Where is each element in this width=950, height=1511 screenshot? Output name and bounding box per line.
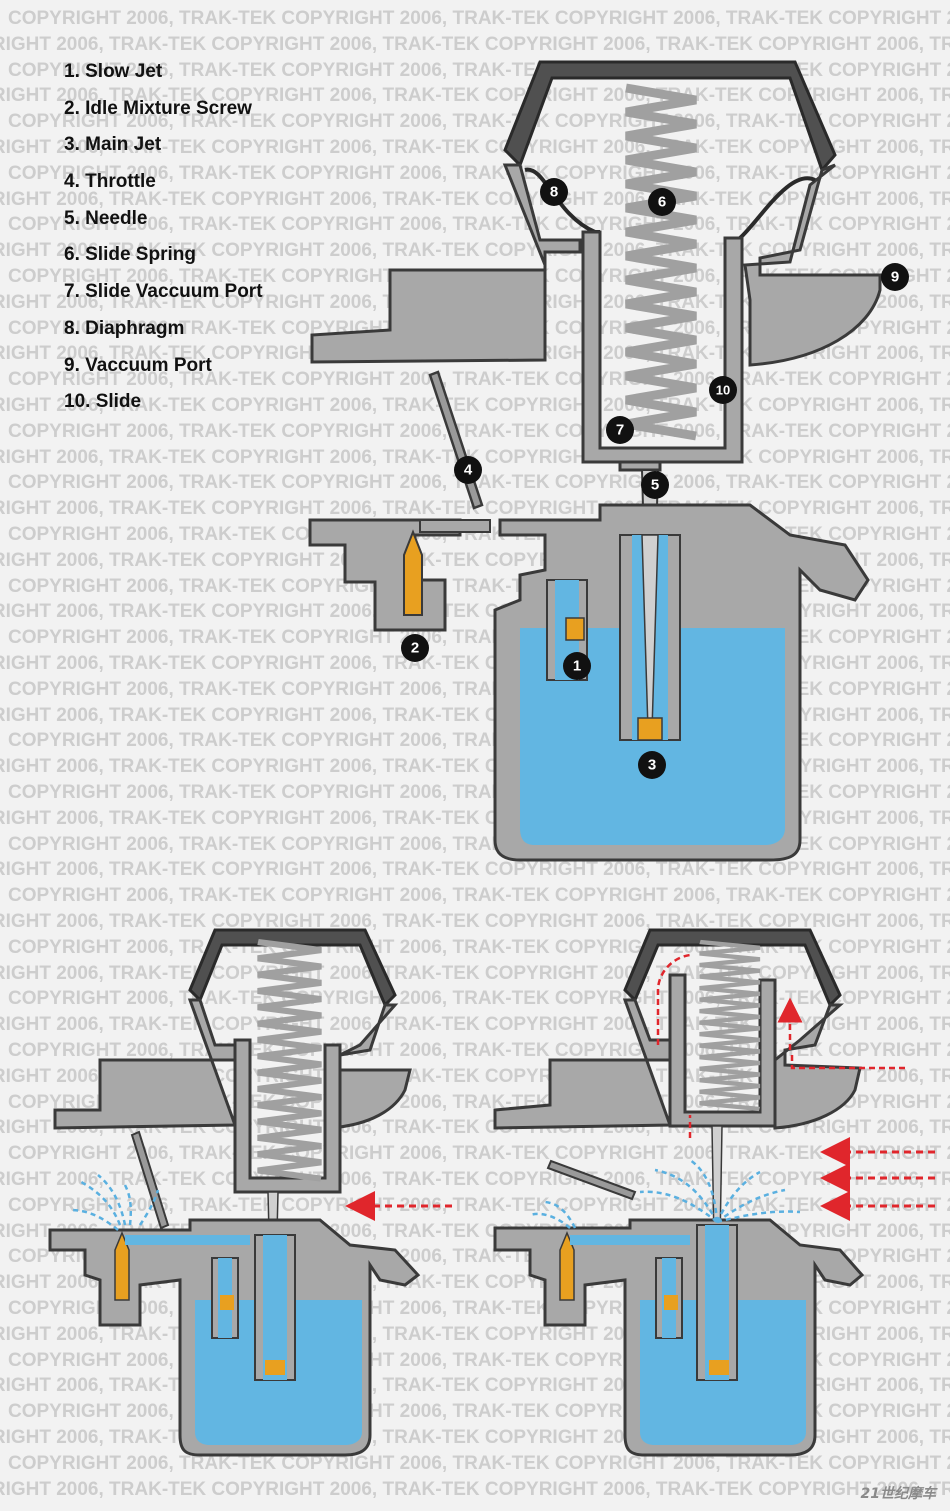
legend-item: 5. Needle: [64, 207, 148, 229]
br-fuel-passage: [570, 1235, 690, 1245]
callout-1: 1: [573, 658, 581, 675]
idle-mixture-screw: [403, 529, 423, 616]
slide-cylinder: [581, 230, 744, 472]
bl-upper-housing: [53, 998, 238, 1130]
legend-item: 10. Slide: [64, 391, 142, 413]
top-carburetor: [308, 60, 882, 862]
callouts-top: 1 2 3 4 5 6 7 8 9 10: [401, 178, 909, 779]
upper-housing-left: [310, 163, 582, 364]
br-upper-housing-right: [773, 1003, 862, 1130]
legend-item: 2. Idle Mixture Screw: [64, 97, 252, 119]
br-upper-housing: [493, 998, 673, 1130]
br-idle-screw: [559, 1231, 575, 1301]
bl-idle-screw: [114, 1231, 130, 1301]
legend-item: 1. Slow Jet: [64, 61, 163, 82]
slow-jet: [565, 617, 585, 641]
legend-item: 7. Slide Vaccuum Port: [64, 281, 263, 303]
air-passage: [419, 519, 491, 533]
main-jet: [637, 717, 663, 741]
callout-7: 7: [616, 422, 624, 439]
callout-4: 4: [464, 462, 473, 479]
bottom-left-carburetor: [48, 928, 452, 1457]
throttle-plate: [428, 370, 484, 510]
callout-10: 10: [716, 383, 730, 398]
site-logo: 21世纪摩车: [860, 1486, 936, 1502]
bl-slide-spring: [258, 942, 321, 1179]
br-fuel-spray: [529, 1158, 801, 1229]
legend-item: 4. Throttle: [64, 171, 156, 193]
legend-item: 6. Slide Spring: [64, 244, 196, 266]
br-throttle: [546, 1159, 637, 1201]
bl-fuel-passage: [125, 1235, 250, 1245]
callout-8: 8: [550, 184, 558, 201]
bl-throttle: [130, 1130, 170, 1230]
bl-fuel-spray: [69, 1174, 160, 1231]
br-vacuum-flow: [656, 953, 905, 1138]
legend-item: 3. Main Jet: [64, 134, 162, 156]
upper-housing-right: [743, 163, 882, 367]
parts-legend: 1. Slow Jet 2. Idle Mixture Screw 3. Mai…: [64, 58, 263, 425]
slide-spring: [626, 88, 696, 436]
br-airflow-arrows: [820, 1137, 935, 1221]
callout-6: 6: [658, 194, 666, 211]
callout-3: 3: [648, 757, 656, 774]
br-slide-spring: [700, 942, 760, 1109]
br-slide: [668, 973, 777, 1128]
legend-item: 8. Diaphragm: [64, 317, 185, 339]
bl-upper-housing-right: [328, 1003, 412, 1130]
bottom-right-carburetor: [493, 928, 935, 1457]
carburetor-body: [308, 518, 462, 632]
callout-2: 2: [411, 640, 419, 657]
callout-5: 5: [651, 477, 659, 494]
legend-item: 9. Vaccuum Port: [64, 354, 212, 376]
callout-9: 9: [891, 269, 899, 286]
